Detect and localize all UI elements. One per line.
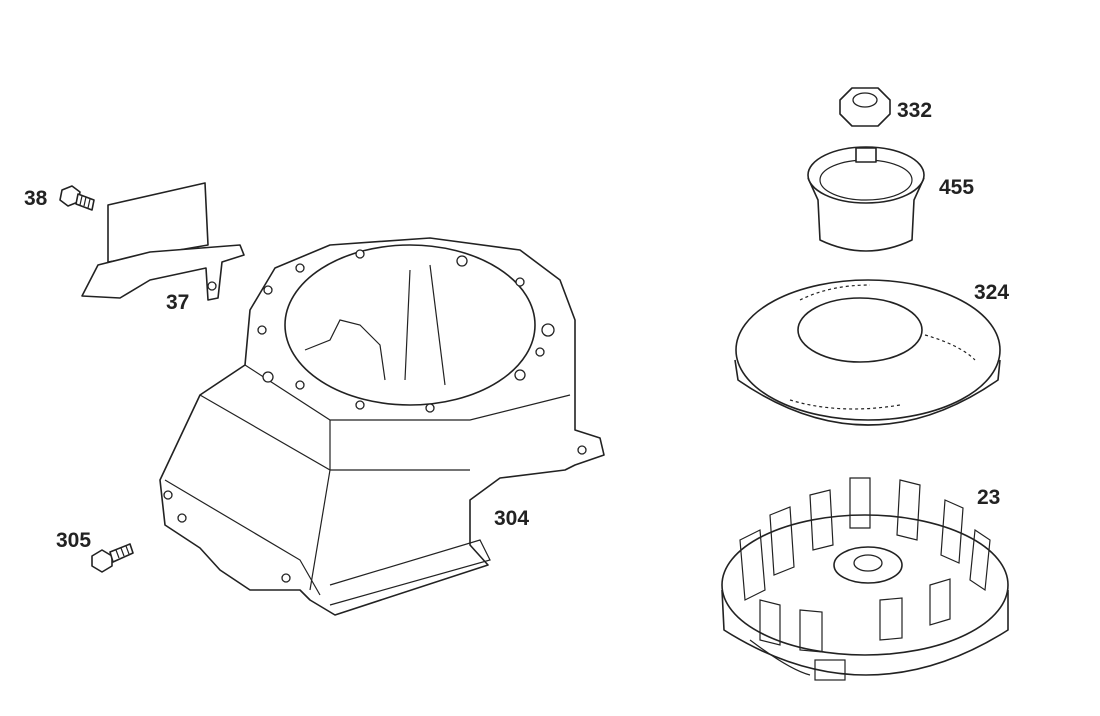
flywheel-23-drawing	[721, 477, 1009, 681]
cup-455-drawing	[807, 146, 925, 252]
blower-housing-304-drawing	[159, 237, 605, 616]
callout-label: 332	[897, 99, 933, 122]
callout-label: 455	[939, 176, 975, 199]
callout-label: 38	[24, 187, 48, 210]
nut-332-drawing	[839, 87, 891, 127]
callout-label: 324	[974, 281, 1010, 304]
callout-label: 23	[977, 486, 1001, 509]
callout-label: 305	[56, 529, 92, 552]
screw-38-drawing	[59, 185, 95, 211]
screw-305-drawing	[91, 543, 134, 573]
screen-324-drawing	[734, 279, 1001, 426]
callout-label: 37	[166, 291, 190, 314]
baffle-37-drawing	[81, 182, 245, 301]
callout-label: 304	[494, 507, 530, 530]
